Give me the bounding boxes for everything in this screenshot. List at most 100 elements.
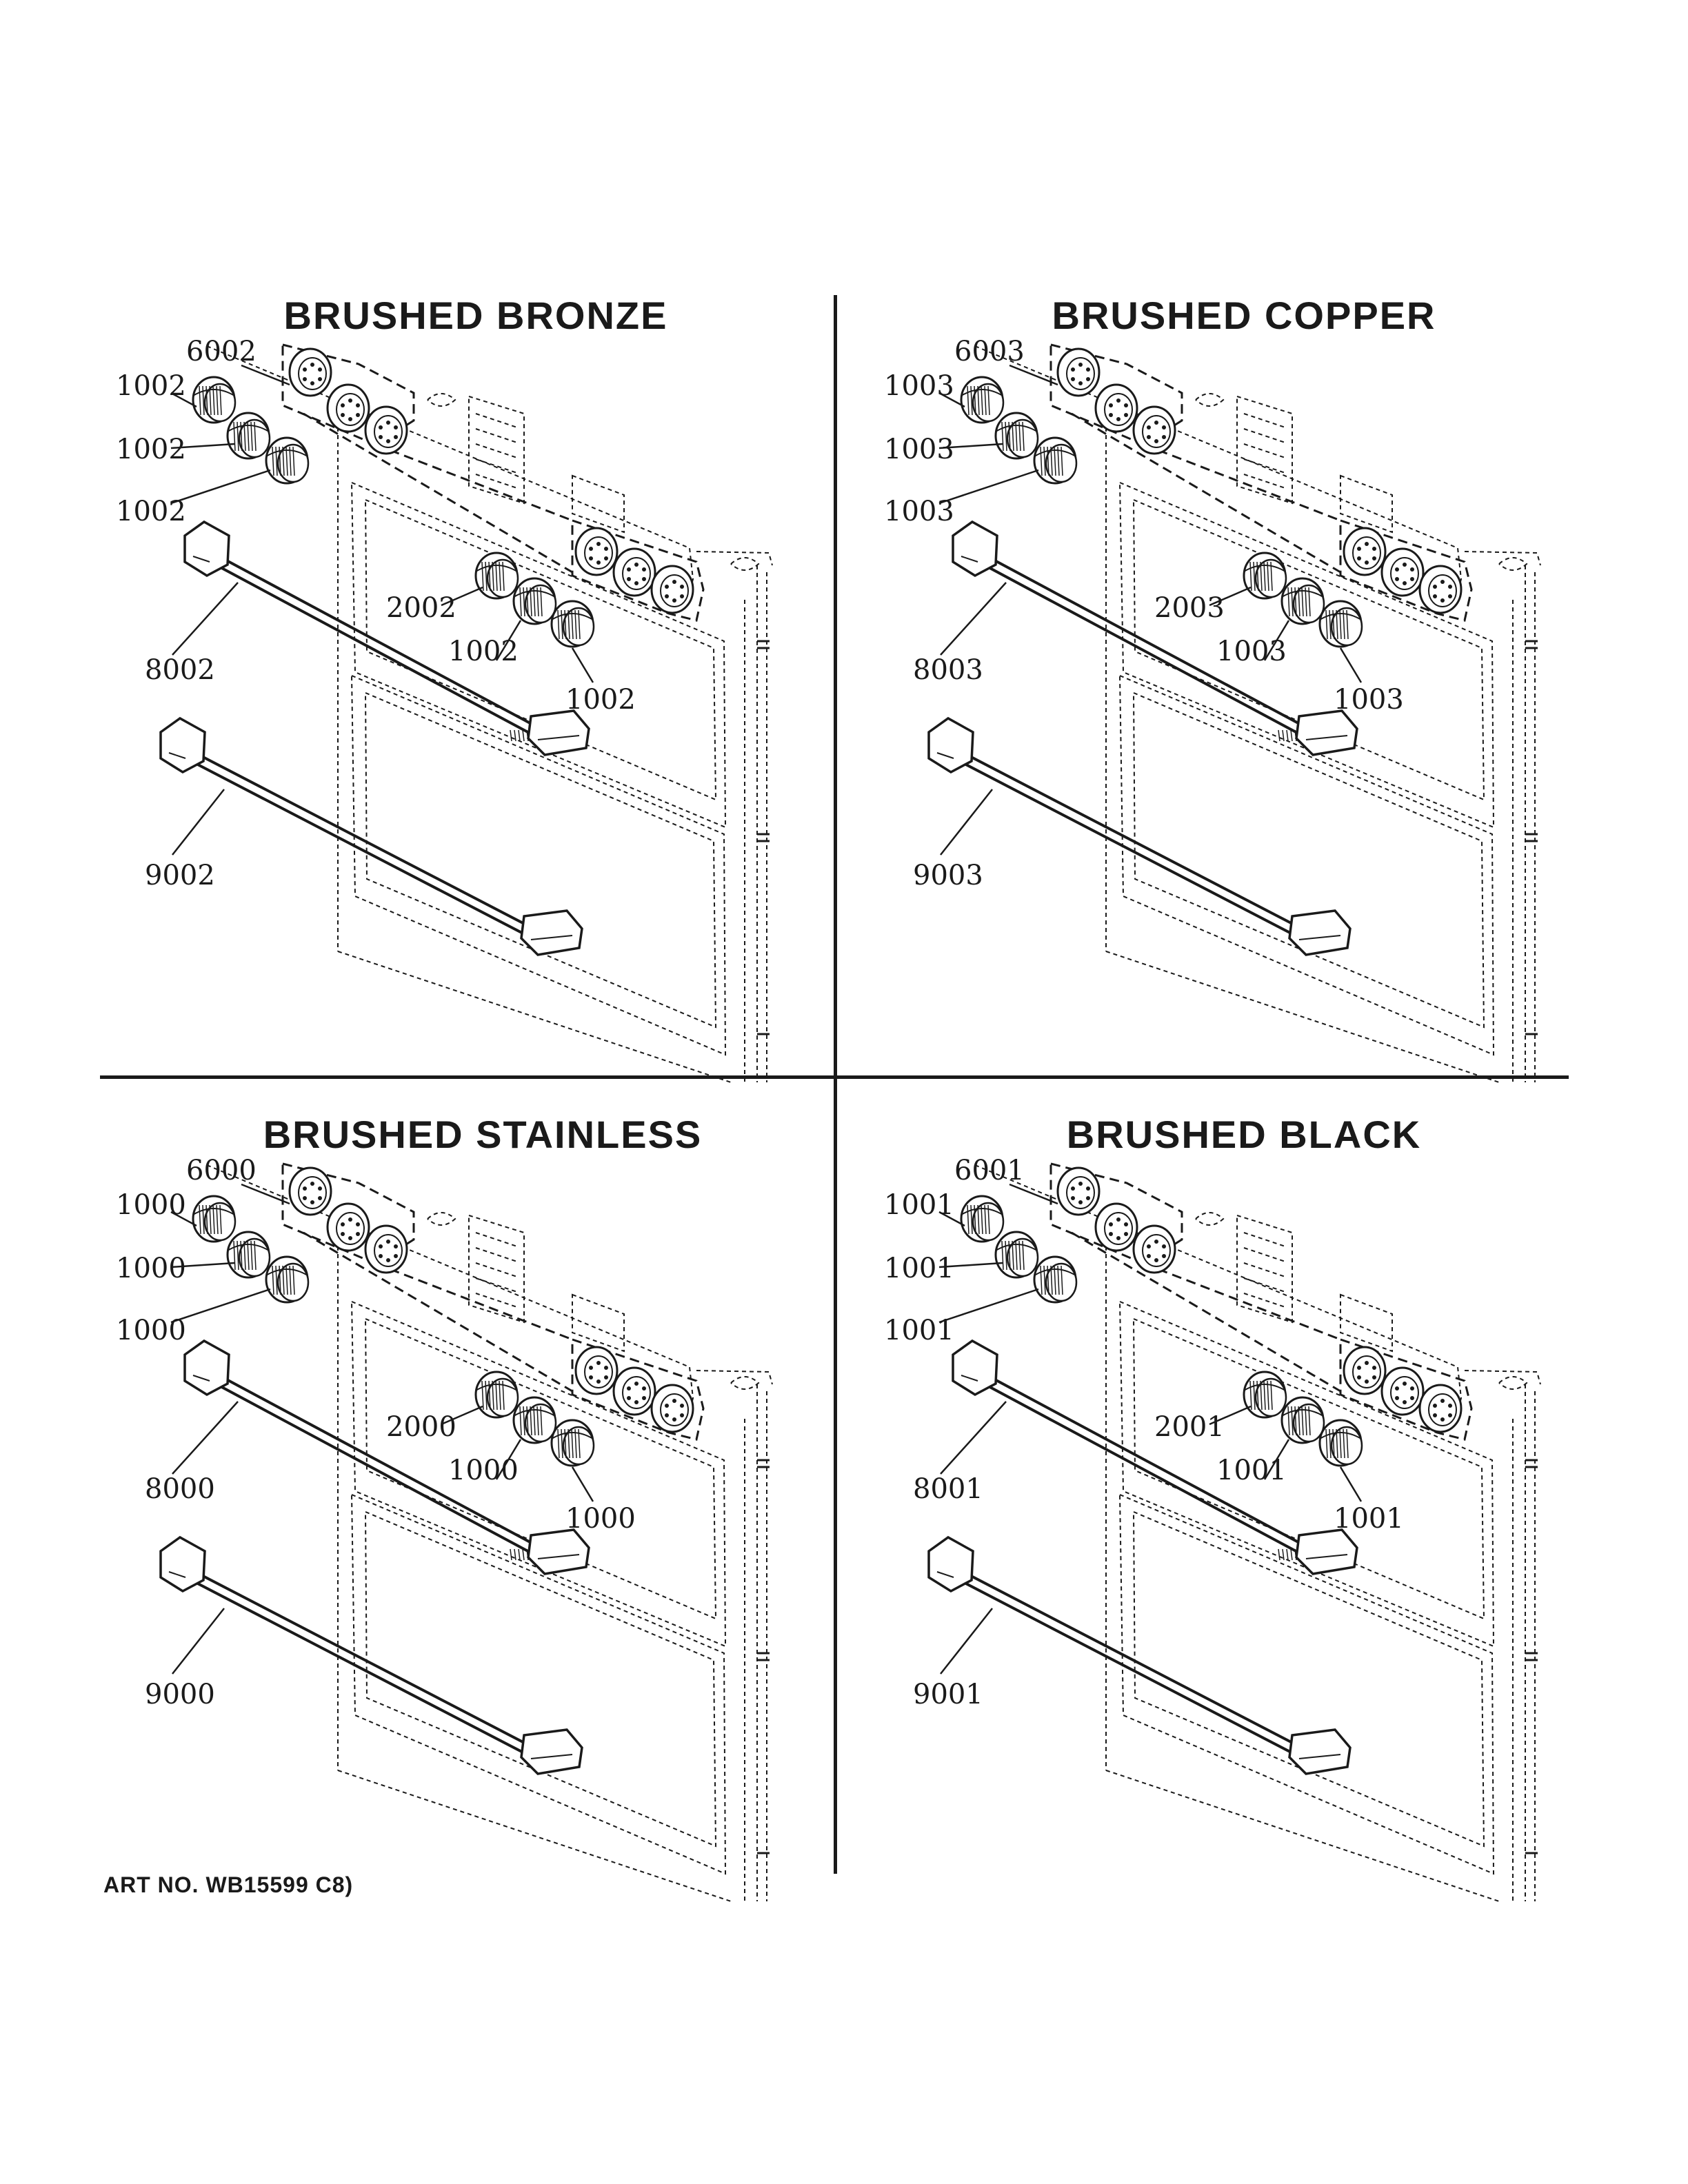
callout-handle: 9001 — [913, 1679, 983, 1710]
callout-trim: 6003 — [954, 336, 1025, 367]
trim-dial — [326, 383, 370, 433]
leader-line — [170, 392, 197, 408]
leader-line — [495, 620, 522, 661]
control-knob — [1243, 1371, 1287, 1419]
leader-line — [170, 443, 235, 449]
callout-handle: 9000 — [145, 1679, 215, 1710]
leader-line — [1209, 1405, 1252, 1426]
callout-handle: 8001 — [913, 1473, 983, 1505]
art-number: ART NO. WB15599 C8) — [103, 1872, 354, 1897]
callout-knob: 1001 — [1334, 1503, 1404, 1535]
trim-dial — [612, 1366, 656, 1416]
control-knob — [994, 1231, 1039, 1279]
control-knob — [226, 412, 271, 460]
callout-knob: 1001 — [1216, 1455, 1287, 1486]
leader-line — [938, 1211, 965, 1227]
control-knob — [1280, 1396, 1325, 1444]
trim-dial — [650, 565, 694, 614]
leader-line — [170, 1288, 271, 1324]
control-knob — [994, 412, 1039, 460]
control-knob — [1318, 1419, 1363, 1467]
callout-knob: 1001 — [884, 1253, 954, 1284]
control-knob — [1243, 552, 1287, 600]
trim-dial — [1380, 547, 1425, 597]
leader-line — [1339, 1466, 1363, 1502]
trim-dial — [1418, 1384, 1463, 1433]
leader-line — [938, 1288, 1039, 1324]
leader-line — [1209, 586, 1252, 607]
leader-line — [172, 1608, 225, 1675]
oven-door-handle-upper — [952, 1339, 1358, 1575]
trim-dial — [1418, 565, 1463, 614]
callout-trim: 6001 — [954, 1155, 1025, 1186]
trim-dial — [288, 1166, 332, 1216]
oven-door-handle-lower — [927, 1535, 1352, 1775]
control-knob — [265, 436, 310, 485]
callout-handle: 8002 — [145, 654, 215, 686]
trim-dial — [1094, 383, 1138, 433]
leader-line — [1263, 620, 1290, 661]
callout-knob: 1003 — [884, 434, 954, 465]
control-knob — [512, 1396, 557, 1444]
control-knob — [550, 1419, 595, 1467]
control-knob — [1033, 1255, 1078, 1304]
callout-knob: 1001 — [884, 1315, 954, 1346]
callout-knob: 1002 — [448, 636, 519, 667]
trim-dial — [364, 1224, 408, 1274]
wall-oven-outline — [206, 1162, 773, 1902]
trim-dial — [1056, 347, 1101, 397]
leader-line — [1339, 647, 1363, 683]
oven-drawing — [159, 343, 773, 1083]
leader-line — [938, 443, 1003, 449]
callout-knob: 1003 — [1334, 684, 1404, 716]
wall-oven-outline — [974, 343, 1541, 1083]
trim-dial — [650, 1384, 694, 1433]
callout-knob: 1000 — [116, 1189, 186, 1221]
control-knob — [1033, 436, 1078, 485]
leader-line — [940, 582, 1007, 656]
callout-knob: 2001 — [1154, 1411, 1225, 1443]
panel-title: BRUSHED BRONZE — [283, 294, 668, 337]
control-knob — [192, 376, 237, 424]
trim-dial — [326, 1202, 370, 1252]
vertical-divider — [834, 295, 837, 1874]
callout-trim: 6002 — [186, 336, 257, 367]
oven-door-handle-lower — [159, 1535, 583, 1775]
oven-drawing — [927, 343, 1541, 1083]
leader-line — [441, 1405, 483, 1426]
callout-handle: 9002 — [145, 860, 215, 891]
callout-knob: 1000 — [116, 1315, 186, 1346]
oven-door-handle-lower — [927, 716, 1352, 956]
leader-line — [441, 586, 483, 607]
leader-line — [938, 392, 965, 408]
control-knob — [226, 1231, 271, 1279]
leader-line — [938, 469, 1039, 505]
callout-knob: 1003 — [884, 496, 954, 527]
leader-line — [241, 1183, 290, 1205]
leader-line — [170, 1262, 235, 1268]
panel-title: BRUSHED BLACK — [1066, 1113, 1422, 1156]
callout-knob: 1003 — [884, 370, 954, 402]
trim-dial — [574, 1346, 619, 1395]
trim-dial — [1056, 1166, 1101, 1216]
control-knob — [550, 600, 595, 648]
wall-oven-outline — [974, 1162, 1541, 1902]
trim-dial — [1132, 405, 1176, 455]
trim-dial — [364, 405, 408, 455]
panel-title: BRUSHED STAINLESS — [263, 1113, 703, 1156]
leader-line — [938, 1262, 1003, 1268]
trim-dial — [574, 527, 619, 576]
oven-drawing — [927, 1162, 1541, 1902]
callout-knob: 1000 — [565, 1503, 636, 1535]
control-knob — [960, 376, 1005, 424]
callout-knob: 2000 — [386, 1411, 456, 1443]
control-knob — [1318, 600, 1363, 648]
callout-handle: 8000 — [145, 1473, 215, 1505]
leader-line — [172, 582, 239, 656]
trim-dial — [1343, 1346, 1387, 1395]
callout-handle: 9003 — [913, 860, 983, 891]
